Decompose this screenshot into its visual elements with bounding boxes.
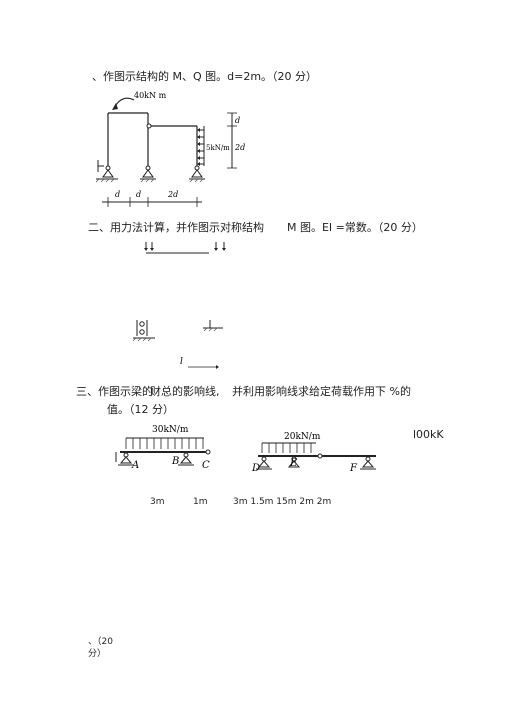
dim-bottom-1: d: [115, 190, 120, 199]
load-30-label: 30kN/m: [152, 425, 189, 435]
question-2-supports-figure: [132, 320, 223, 342]
question-3-beam-right: 20kN/m D E F: [251, 432, 376, 474]
question-4-line-2: 分）: [88, 649, 107, 659]
question-2-top-loads: [144, 242, 226, 254]
distributed-load-label: 5kN/m: [206, 144, 230, 152]
question-1-text: 、作图示结构的 M、Q 图。d=2m。（20 分）: [92, 70, 318, 83]
point-load-label: l00kK: [413, 428, 444, 441]
dim-d-right: d: [235, 116, 240, 125]
dims-right: 3m 1.5m 15m 2m 2m: [233, 497, 332, 507]
point-F: F: [349, 463, 358, 474]
point-E: E: [289, 458, 298, 469]
dim-bottom-3: 2d: [167, 190, 178, 199]
point-C: C: [202, 460, 210, 471]
dims-left-2: 1m: [193, 497, 208, 507]
question-4-line-1: 、（20: [88, 637, 113, 647]
moment-label: 40kN m: [134, 91, 167, 100]
point-A: A: [131, 460, 139, 471]
dims-left-1: 3m: [150, 497, 165, 507]
question-3-beam-left: 30kN/m A B C: [115, 425, 211, 471]
question-3-text-c: 并利用影响线求给定荷载作用下 %的: [232, 385, 411, 398]
question-2-span-dimension: l: [180, 357, 219, 369]
load-20-label: 20kN/m: [284, 432, 321, 442]
question-1-frame-figure: 40kN m 5kN/m d 2d: [95, 91, 245, 207]
point-D: D: [251, 463, 260, 474]
question-2-text-2: M 图。EI =常数。（20 分）: [287, 221, 423, 234]
question-3-text-2: 值。（12 分）: [107, 403, 174, 416]
question-3-text-b: 财总的影响线,: [150, 385, 220, 398]
point-B: B: [171, 456, 179, 467]
dim-2d-right: 2d: [234, 143, 245, 152]
question-3-text-a: 三、作图示梁的: [76, 385, 153, 398]
question-2-text: 二、用力法计算，并作图示对称结构: [88, 221, 264, 234]
dim-bottom-2: d: [136, 190, 141, 199]
span-label: l: [180, 357, 183, 367]
